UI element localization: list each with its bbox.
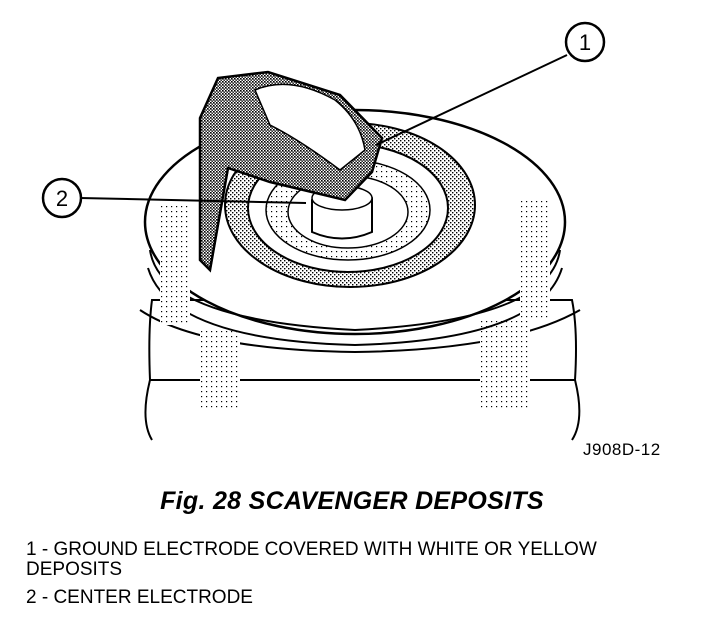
callout-2-number: 2 bbox=[56, 186, 68, 211]
legend-item-2: 2 - CENTER ELECTRODE bbox=[26, 587, 253, 608]
callout-1-number: 1 bbox=[579, 30, 591, 55]
legend-item-1: 1 - GROUND ELECTRODE COVERED WITH WHITE … bbox=[26, 539, 597, 580]
spark-plug-illustration: 1 2 bbox=[41, 21, 606, 441]
figure-code: J908D-12 bbox=[583, 440, 661, 459]
legend: 1 - GROUND ELECTRODE COVERED WITH WHITE … bbox=[26, 540, 686, 612]
ground-electrode bbox=[198, 70, 384, 273]
callout-2: 2 bbox=[41, 177, 307, 219]
callout-1: 1 bbox=[375, 21, 606, 146]
figure-caption: Fig. 28 SCAVENGER DEPOSITS bbox=[160, 487, 544, 515]
